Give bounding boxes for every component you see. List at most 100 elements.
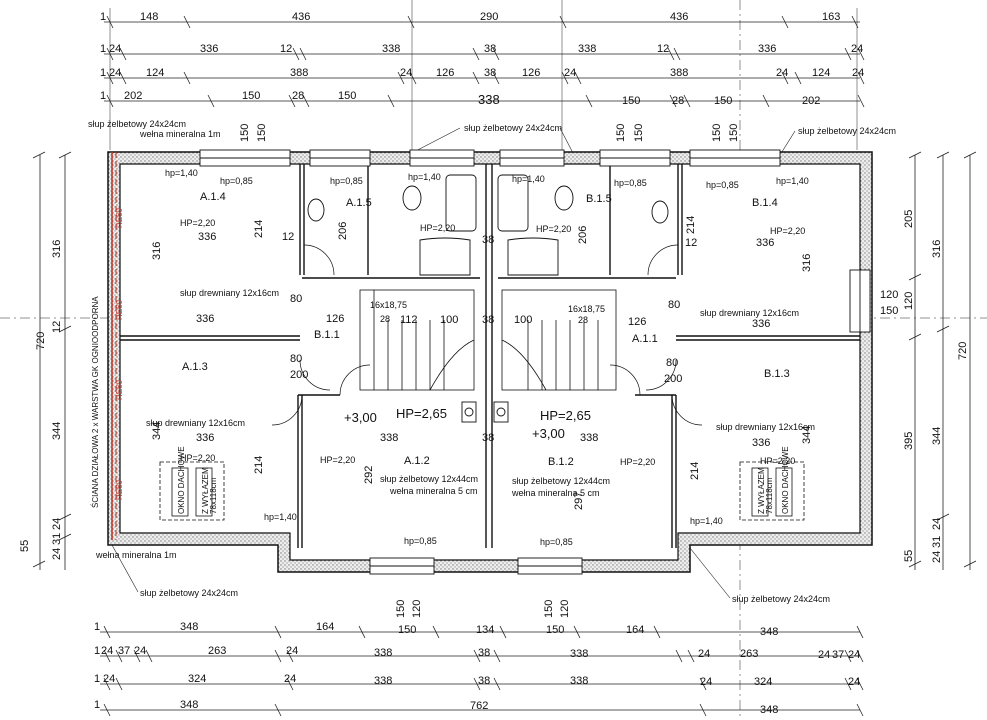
- dim-left-outer: 720: [35, 332, 47, 350]
- inner-walls: [120, 164, 860, 548]
- stairs: [359, 289, 617, 391]
- room-b15: B.1.5: [586, 193, 612, 205]
- room-b12: B.1.2: [548, 456, 574, 468]
- HP-a-265: HP=2,65: [396, 406, 447, 421]
- bwin-2: 150: [543, 600, 555, 618]
- step-b: 28: [578, 315, 588, 325]
- note-slup-zelbet-tc: słup żelbetowy 24x24cm: [464, 123, 562, 133]
- dim-bot1-4: 150: [546, 624, 564, 636]
- roof-win-label-b3: OKNO DACHOWE: [781, 446, 790, 514]
- dim-top2-8: 24: [851, 43, 863, 55]
- in-a12-292: 292: [363, 466, 375, 484]
- in-200-a: 200: [290, 369, 308, 381]
- dim-bot3-1: 324: [188, 673, 206, 685]
- hp-a13-140: hp=1,40: [264, 512, 297, 522]
- in-80-b: 80: [668, 299, 680, 311]
- in-80-a: 80: [290, 293, 302, 305]
- note-slup-drew-b1: słup drewniany 12x16cm: [700, 308, 799, 318]
- dim-top4-3: 150: [338, 90, 356, 102]
- dim-bot3-3: 338: [374, 675, 392, 687]
- svg-text:1: 1: [94, 621, 100, 633]
- dim-top3-10: 124: [812, 67, 830, 79]
- roof-win-label-a1: OKNO DACHOWE: [177, 446, 186, 514]
- roof-win-label-a2: Z WYŁAZEM: [201, 467, 210, 514]
- dim-top4-2: 28: [292, 90, 304, 102]
- bottom-dimension-labels: 1 348 164 150 134 150 164 348 1 24 37 24…: [94, 621, 860, 716]
- note-welna5-b: wełna mineralna 5 cm: [511, 488, 600, 498]
- step-a: 28: [380, 314, 390, 324]
- dim-bot2-4: 24: [286, 645, 298, 657]
- hp-a15-085: hp=0,85: [330, 176, 363, 186]
- dim-top1-2: 290: [480, 11, 498, 23]
- firewall-note: ŚCIANA DZIAŁOWA 2 x WARSTWA GK OGNIOODPO…: [91, 296, 100, 508]
- dim-top4-0: 202: [124, 90, 142, 102]
- HP-b12-220: HP=2,20: [620, 457, 655, 467]
- roof-win-label-b2: 78x118cm: [765, 477, 774, 514]
- re60-2: RE60: [115, 299, 124, 320]
- dim-right-8: 55: [903, 550, 915, 562]
- hp-b13-140: hp=1,40: [690, 516, 723, 526]
- in-b14-214: 214: [685, 216, 697, 234]
- svg-text:1: 1: [100, 11, 106, 23]
- dim-bot3-2: 24: [284, 673, 296, 685]
- svg-text:1: 1: [94, 673, 100, 685]
- in-200-b: 200: [664, 373, 682, 385]
- dim-bot1-2: 150: [398, 624, 416, 636]
- HP-b-265: HP=2,65: [540, 408, 591, 423]
- in-38-b: 38: [482, 234, 494, 246]
- svg-text:1: 1: [100, 43, 106, 55]
- in-a13-344: 344: [151, 422, 163, 440]
- hp-b14-085: hp=0,85: [706, 180, 739, 190]
- dim-bot4-0: 348: [180, 699, 198, 711]
- dim-right-5: 24: [931, 518, 943, 530]
- re60-3: RE60: [115, 379, 124, 400]
- room-a13: A.1.3: [182, 361, 208, 373]
- dim-bot3-7: 324: [754, 676, 772, 688]
- dim-bot2-0: 24: [101, 645, 113, 657]
- top-dimension-chains: [104, 0, 865, 720]
- dim-bot1-3: 134: [476, 624, 494, 636]
- dim-top2-2: 12: [280, 43, 292, 55]
- in-a13-336: 336: [196, 432, 214, 444]
- dim-top3-0: 24: [109, 67, 121, 79]
- in-b13-336: 336: [752, 437, 770, 449]
- in-b14-316: 316: [801, 254, 813, 272]
- dim-bot2-7: 338: [570, 648, 588, 660]
- dim-top4-4: 338: [478, 92, 500, 107]
- note-welna-bl: wełna mineralna 1m: [95, 550, 177, 560]
- in-a12-338: 338: [380, 432, 398, 444]
- note-slup-drew-a2: słup drewniany 12x16cm: [146, 418, 245, 428]
- HP-b13-220: HP=2,20: [760, 456, 795, 466]
- dim-bot1-0: 348: [180, 621, 198, 633]
- dim-bot2-5: 338: [374, 647, 392, 659]
- roof-win-label-b1: Z WYŁAZEM: [757, 467, 766, 514]
- stairs-b: 16x18,75: [568, 304, 605, 314]
- svg-text:1: 1: [94, 699, 100, 711]
- dim-right-2: 120: [903, 292, 915, 310]
- note-slup-zelbet-bl: słup żelbetowy 24x24cm: [140, 588, 238, 598]
- dim-bot2-3: 263: [208, 645, 226, 657]
- in-80-d: 80: [666, 357, 678, 369]
- room-a15: A.1.5: [346, 197, 372, 209]
- room-b14: B.1.4: [752, 197, 778, 209]
- in-12-b: 12: [685, 237, 697, 249]
- dim-top3-9: 24: [776, 67, 788, 79]
- dim-top3-6: 126: [522, 67, 540, 79]
- in-b13-214: 214: [689, 462, 701, 480]
- dim-bot1-5: 164: [626, 624, 644, 636]
- dim-bot2-1: 37: [118, 645, 130, 657]
- dim-right-1: 316: [931, 240, 943, 258]
- dim-bot2-12: 24: [848, 649, 860, 661]
- in-100-b: 100: [514, 314, 532, 326]
- in-a14-214: 214: [253, 220, 265, 238]
- HP-a15-220: HP=2,20: [420, 223, 455, 233]
- room-a14: A.1.4: [200, 191, 226, 203]
- hp-b12-085: hp=0,85: [540, 537, 573, 547]
- in-a-336b: 336: [196, 313, 214, 325]
- hp-a14-085: hp=0,85: [220, 176, 253, 186]
- roof-windows: [159, 461, 805, 521]
- dim-top4-1: 150: [242, 90, 260, 102]
- note-welna-tl: wełna mineralna 1m: [139, 129, 221, 139]
- in-a14-336: 336: [198, 231, 216, 243]
